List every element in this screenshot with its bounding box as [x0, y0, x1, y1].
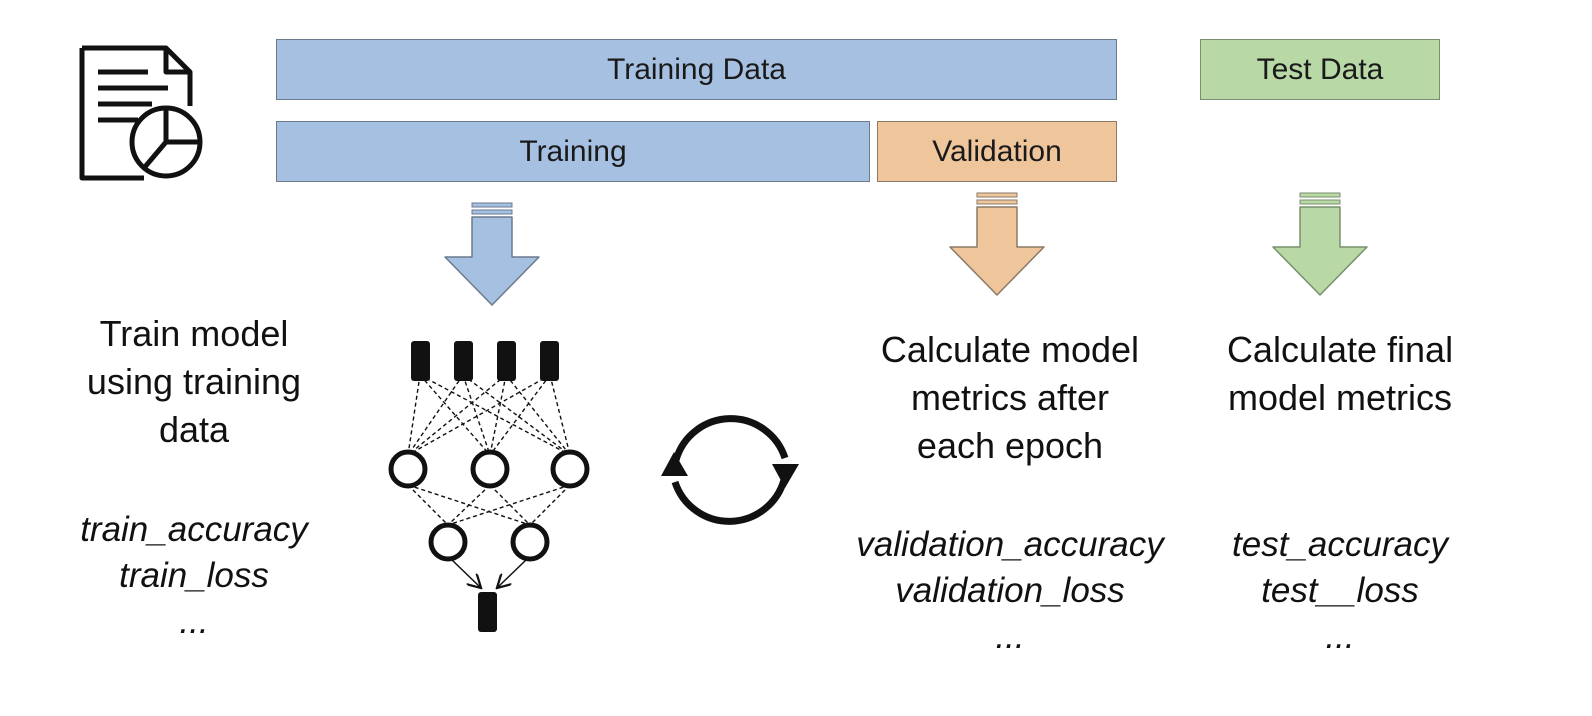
- arrow-down-icon: [444, 202, 540, 306]
- train-description: Train model using training data: [44, 310, 344, 454]
- arrow-down-icon: [1272, 192, 1368, 296]
- test-description-line: model metrics: [1227, 377, 1453, 418]
- train-description-line: using training: [86, 361, 302, 402]
- test-description-line: Calculate final: [1226, 329, 1454, 370]
- metric-item: validation_loss: [895, 571, 1125, 610]
- train-metrics: train_accuracy train_loss ...: [44, 507, 344, 645]
- training-bar: Training: [276, 121, 870, 182]
- metric-item: ...: [179, 602, 209, 641]
- test-description: Calculate final model metrics: [1190, 326, 1490, 422]
- arrow-down-icon: [949, 192, 1045, 296]
- train-description-line: data: [158, 409, 230, 450]
- metric-item: ...: [995, 617, 1025, 656]
- train-description-line: Train model: [99, 313, 289, 354]
- metric-item: validation_accuracy: [856, 525, 1164, 564]
- validation-description-line: each epoch: [916, 425, 1104, 466]
- neural-network-icon: [388, 341, 590, 632]
- training-data-bar: Training Data: [276, 39, 1117, 100]
- validation-description-line: metrics after: [910, 377, 1110, 418]
- metric-item: train_loss: [119, 556, 269, 595]
- validation-metrics: validation_accuracy validation_loss ...: [830, 522, 1190, 660]
- metric-item: ...: [1325, 617, 1355, 656]
- validation-bar: Validation: [877, 121, 1117, 182]
- metric-item: test_accuracy: [1232, 525, 1448, 564]
- test-data-bar: Test Data: [1200, 39, 1440, 100]
- cycle-icon: [661, 415, 799, 525]
- test-metrics: test_accuracy test__loss ...: [1190, 522, 1490, 660]
- metric-item: train_accuracy: [80, 510, 308, 549]
- validation-description-line: Calculate model: [880, 329, 1140, 370]
- validation-description: Calculate model metrics after each epoch: [840, 326, 1180, 470]
- document-chart-icon: [79, 45, 203, 181]
- metric-item: test__loss: [1261, 571, 1419, 610]
